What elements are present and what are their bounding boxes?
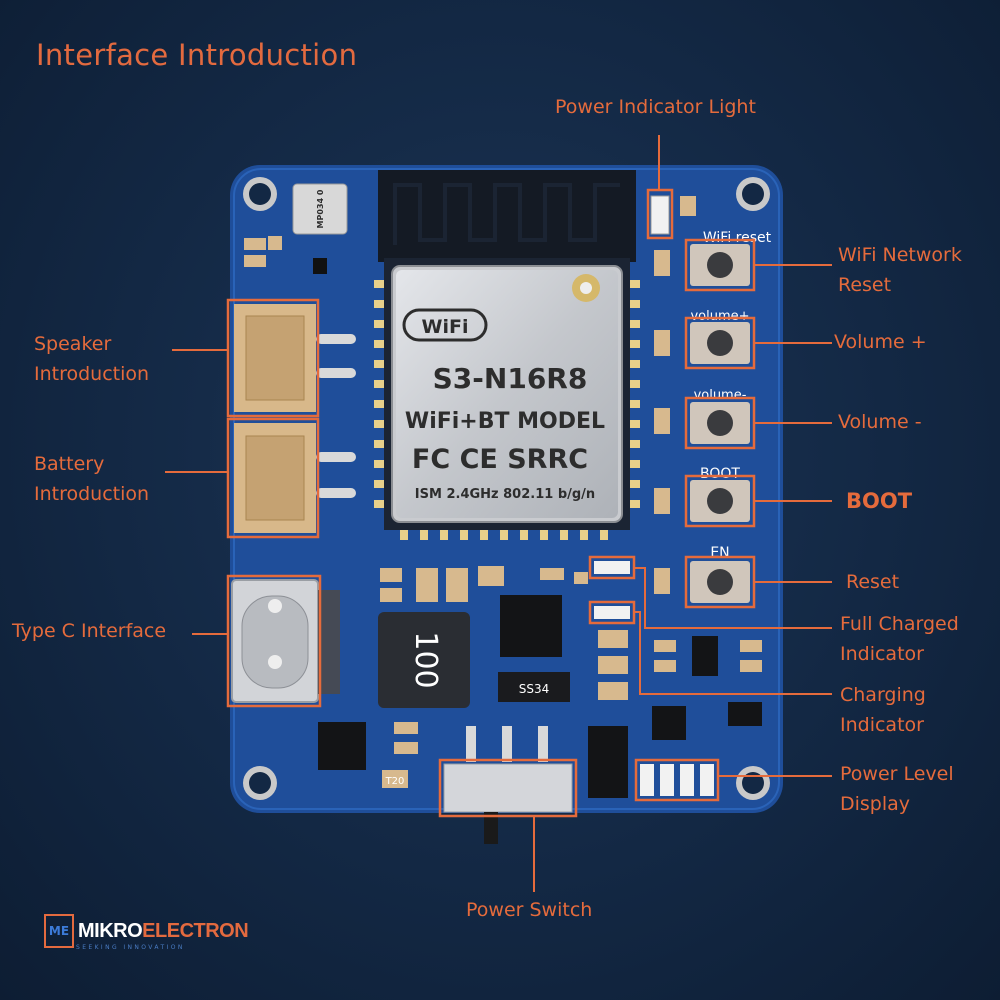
- label-power-switch: Power Switch: [466, 899, 593, 921]
- smd-components: [244, 196, 762, 788]
- inductor: 100: [378, 612, 470, 708]
- speaker-connector: [234, 304, 356, 412]
- power-level-leds: [640, 764, 714, 796]
- silk-en: EN: [710, 545, 729, 561]
- button-volume-minus: [690, 402, 750, 444]
- label-full-charged-line1: Full Charged: [840, 613, 959, 635]
- label-power-indicator-light: Power Indicator Light: [555, 96, 756, 118]
- amp-ic: [318, 722, 366, 770]
- svg-text:ISM 2.4GHz 802.11 b/g/n: ISM 2.4GHz 802.11 b/g/n: [415, 487, 595, 502]
- svg-text:100: 100: [408, 631, 443, 688]
- label-charging-line2: Indicator: [840, 714, 924, 736]
- button-volume-plus: [690, 322, 750, 364]
- brand-mark: ME: [44, 914, 74, 948]
- label-battery-line1: Battery: [34, 453, 105, 475]
- svg-text:T20: T20: [385, 776, 405, 787]
- svg-text:WiFi+BT MODEL: WiFi+BT MODEL: [405, 409, 605, 434]
- esp32-module: WiFi S3-N16R8 WiFi+BT MODEL FC CE SRRC I…: [391, 265, 623, 523]
- label-boot: BOOT: [846, 489, 913, 513]
- battery-connector: [234, 423, 356, 533]
- brand-tagline: SEEKING INNOVATION: [76, 944, 185, 951]
- full-charged-led: [594, 561, 630, 574]
- svg-text:MP034 0: MP034 0: [316, 189, 325, 228]
- button-boot: [690, 480, 750, 522]
- silk-wifi-reset: WiFi reset: [703, 230, 772, 246]
- button-wifi-reset: [690, 244, 750, 286]
- label-reset: Reset: [846, 571, 900, 593]
- label-charging-line1: Charging: [840, 684, 926, 706]
- module-pads: [374, 280, 640, 540]
- leader-lines: [165, 135, 832, 892]
- charger-ic: [500, 595, 562, 657]
- label-volume-minus: Volume -: [838, 411, 922, 433]
- microphone: MP034 0: [292, 183, 348, 235]
- diode: [498, 672, 570, 702]
- brand-name-part2: ELECTRON: [142, 919, 249, 942]
- svg-text:FC CE SRRC: FC CE SRRC: [412, 444, 588, 475]
- usb-c-port: [231, 579, 340, 703]
- brand-name-part1: MIKRO: [78, 919, 143, 942]
- label-wifi-network-reset-line2: Reset: [838, 274, 892, 296]
- svg-text:SS34: SS34: [519, 682, 550, 696]
- page-title: Interface Introduction: [36, 38, 358, 72]
- svg-text:S3-N16R8: S3-N16R8: [433, 362, 588, 395]
- label-wifi-network-reset-line1: WiFi Network: [838, 244, 962, 266]
- power-switch: [443, 726, 573, 844]
- label-volume-plus: Volume +: [834, 331, 927, 353]
- label-power-level-line1: Power Level: [840, 763, 954, 785]
- label-speaker-line2: Introduction: [34, 363, 150, 385]
- svg-text:WiFi: WiFi: [422, 316, 469, 338]
- silk-volume-plus: volume+: [690, 309, 749, 324]
- label-battery-line2: Introduction: [34, 483, 150, 505]
- button-en: [690, 561, 750, 603]
- power-led: [650, 195, 670, 235]
- label-type-c: Type C Interface: [12, 620, 167, 642]
- silk-volume-minus: volume-: [694, 388, 747, 403]
- mounting-holes: [243, 177, 770, 800]
- label-speaker-line1: Speaker: [34, 333, 112, 355]
- silk-boot: BOOT: [700, 466, 740, 482]
- label-power-level-line2: Display: [840, 793, 911, 815]
- label-full-charged-line2: Indicator: [840, 643, 924, 665]
- charging-led: [594, 606, 630, 619]
- regulator: [588, 726, 628, 798]
